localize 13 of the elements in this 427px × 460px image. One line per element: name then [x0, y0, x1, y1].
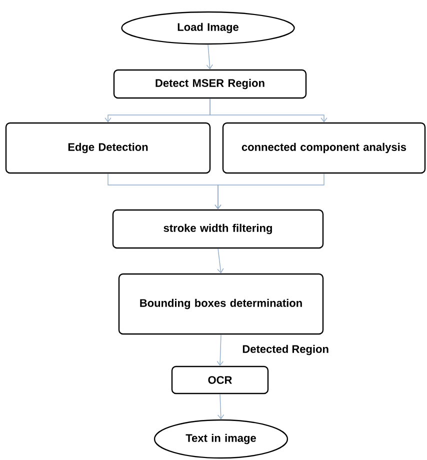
arrow	[214, 173, 324, 210]
process-box: Edge Detection	[5, 122, 211, 174]
process-box: Bounding boxes determination	[118, 273, 324, 335]
arrow	[217, 394, 224, 420]
process-box: OCR	[171, 366, 269, 394]
arrow	[210, 98, 328, 122]
arrow	[216, 334, 224, 366]
process-box: stroke width filtering	[112, 209, 324, 249]
arrow	[217, 248, 224, 274]
process-box: connected component analysis	[222, 122, 426, 174]
arrow	[206, 44, 213, 70]
process-box: Detect MSER Region	[113, 69, 307, 99]
edge-label: Detected Region	[241, 344, 330, 356]
